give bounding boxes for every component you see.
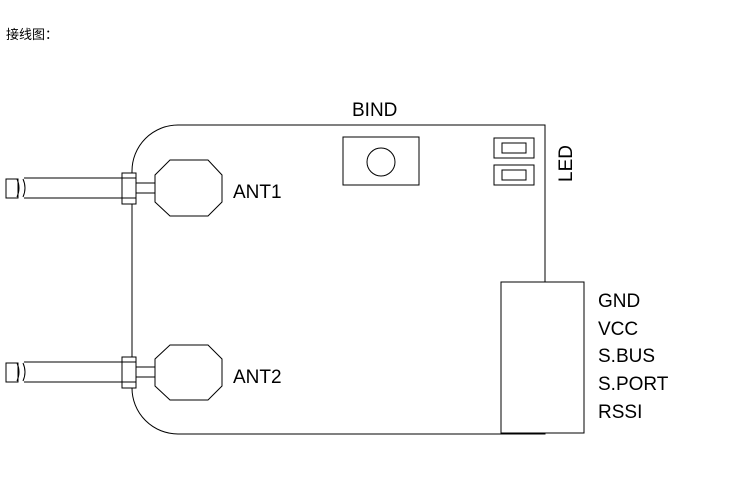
pin-connector (500, 281, 585, 434)
pin-label-vcc: VCC (598, 319, 638, 340)
antenna-1 (5, 159, 223, 217)
diagram-caption: 接线图： (6, 28, 59, 43)
bind-button-knob (366, 147, 396, 177)
antenna-2 (5, 344, 223, 401)
led-indicator-2 (493, 164, 535, 186)
ant1-label: ANT1 (233, 182, 282, 203)
antenna-2-pad (154, 344, 223, 401)
pin-label-sbus: S.BUS (598, 346, 655, 367)
antenna-1-pad (154, 159, 223, 217)
pin-label-gnd: GND (598, 291, 640, 312)
led-label: LED (556, 145, 577, 182)
pin-label-rssi: RSSI (598, 402, 642, 423)
led-indicator-1 (493, 137, 535, 159)
bind-label: BIND (352, 100, 397, 121)
ant2-label: ANT2 (233, 367, 282, 388)
bind-button (342, 136, 420, 186)
pin-label-sport: S.PORT (598, 374, 669, 395)
